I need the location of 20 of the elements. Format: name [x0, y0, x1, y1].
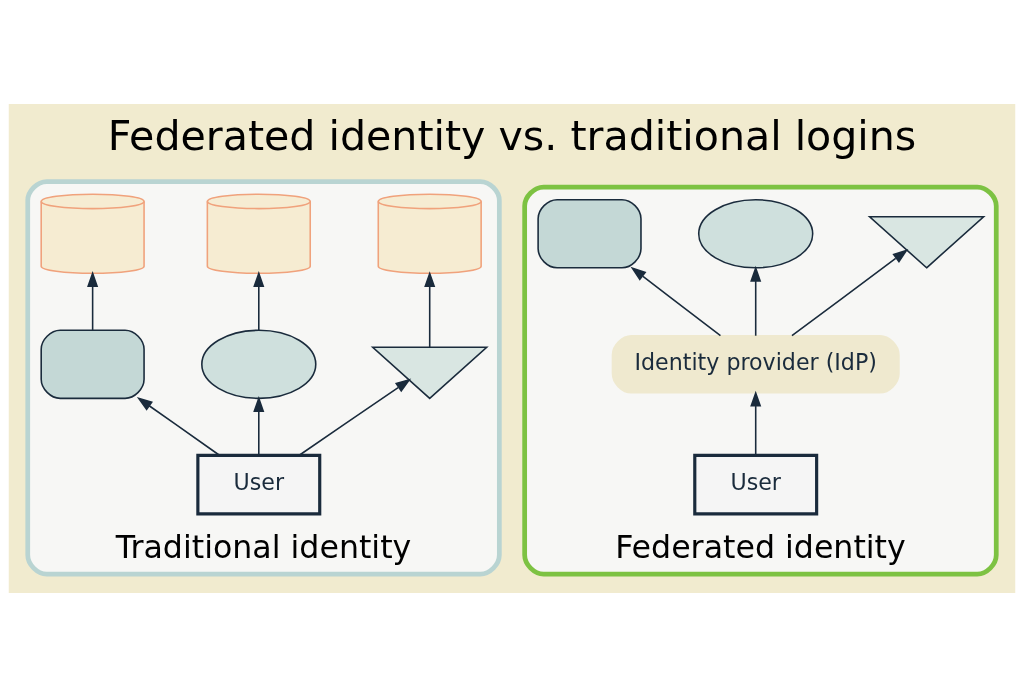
node-briefcase [40, 329, 145, 399]
arrow [750, 265, 762, 337]
arrow [424, 270, 436, 348]
node-briefcase [537, 198, 642, 269]
node-envelope [867, 215, 986, 269]
arrow [253, 270, 265, 331]
node-cloud [697, 198, 814, 269]
arrow [298, 378, 412, 456]
arrow [791, 248, 909, 337]
arrow [253, 395, 265, 456]
arrow [630, 266, 722, 337]
arrow [87, 270, 99, 331]
node-box: User [196, 453, 322, 515]
node-cloud [201, 329, 317, 399]
node-box: Identity provider (IdP) [611, 334, 900, 394]
arrow [136, 396, 221, 456]
node-envelope [370, 346, 489, 399]
diagram-title: Federated identity vs. traditional logins [107, 111, 917, 160]
node-box: User [693, 453, 819, 515]
arrow [750, 390, 762, 456]
